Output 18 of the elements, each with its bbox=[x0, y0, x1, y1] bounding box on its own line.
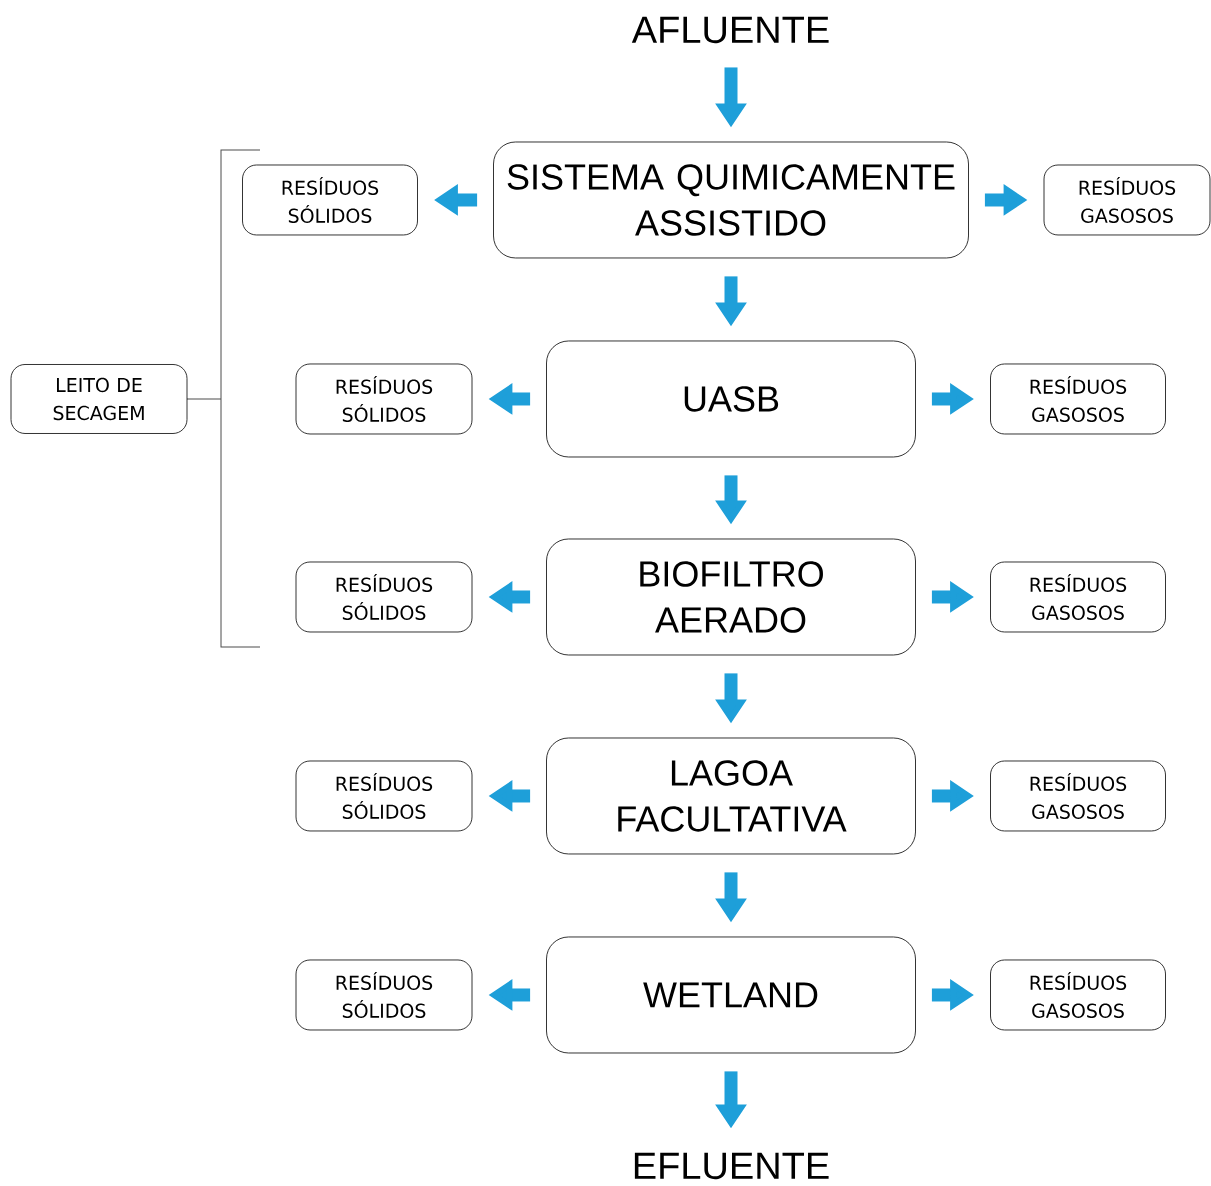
residue-box: RESÍDUOS GASOSOS bbox=[990, 959, 1166, 1031]
residue-box: RESÍDUOS SÓLIDOS bbox=[242, 164, 418, 236]
process-box: BIOFILTRO AERADO bbox=[546, 538, 916, 656]
process-box: UASB bbox=[546, 340, 916, 458]
residue-box: RESÍDUOS GASOSOS bbox=[1043, 164, 1211, 236]
process-box: LAGOA FACULTATIVA bbox=[546, 737, 916, 855]
flow-label: EFLUENTE bbox=[634, 1152, 829, 1180]
residue-box: RESÍDUOS SÓLIDOS bbox=[295, 959, 473, 1031]
flow-label: AFLUENTE bbox=[631, 16, 829, 44]
drying-bed-box: LEITO DE SECAGEM bbox=[10, 364, 188, 434]
residue-box: RESÍDUOS SÓLIDOS bbox=[295, 363, 473, 435]
process-box: WETLAND bbox=[546, 936, 916, 1054]
residue-box: RESÍDUOS SÓLIDOS bbox=[295, 561, 473, 633]
process-box: SISTEMA QUIMICAMENTE ASSISTIDO bbox=[493, 141, 969, 259]
residue-box: RESÍDUOS GASOSOS bbox=[990, 561, 1166, 633]
residue-box: RESÍDUOS GASOSOS bbox=[990, 760, 1166, 832]
residue-box: RESÍDUOS SÓLIDOS bbox=[295, 760, 473, 832]
residue-box: RESÍDUOS GASOSOS bbox=[990, 363, 1166, 435]
